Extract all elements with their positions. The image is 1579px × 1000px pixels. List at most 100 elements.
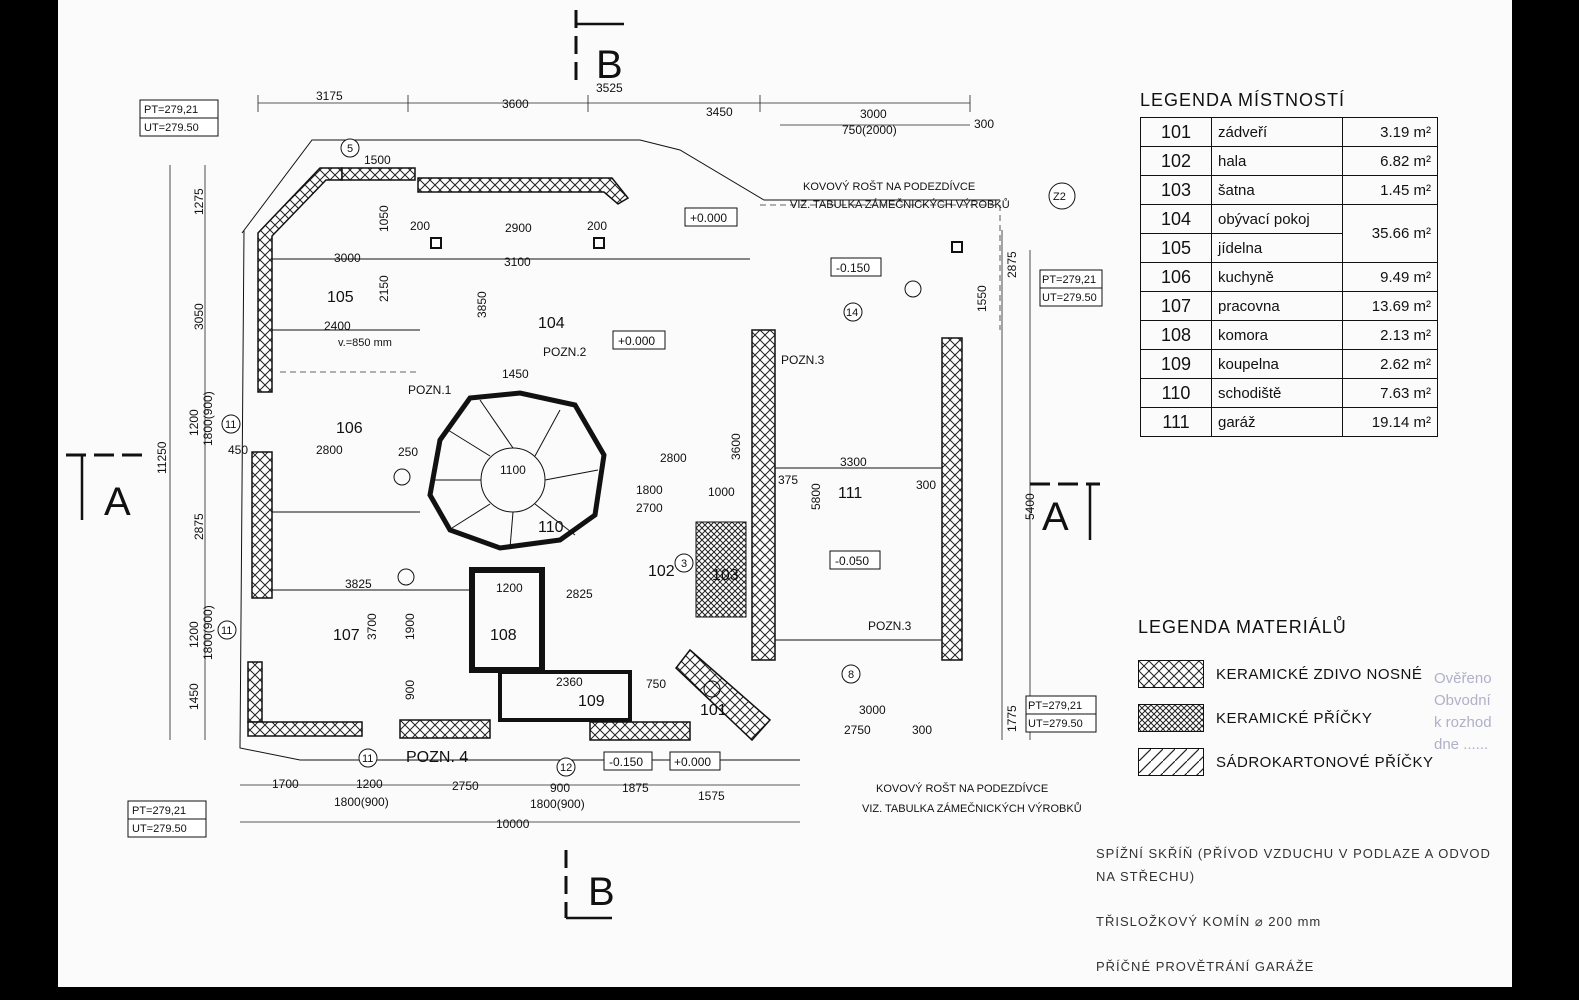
dim-label: 11250: [155, 441, 169, 474]
dim-label: 1050: [377, 205, 391, 232]
dim-label: 3000: [859, 703, 886, 717]
dim-label: 1450: [502, 367, 529, 381]
grate-note: VIZ. TABULKA ZÁMEČNICKÝCH VÝROBKŮ: [790, 198, 1010, 211]
dim-label: 250: [398, 445, 418, 459]
dim-label: 3525: [596, 81, 623, 95]
room-name: zádveří: [1211, 117, 1343, 147]
room-area: 9.49 m²: [1342, 262, 1438, 292]
outline: [239, 139, 1001, 761]
stamp-line: Ověřeno: [1434, 670, 1492, 687]
dim-label: 2750: [844, 723, 871, 737]
ut-label: UT=279.50: [1028, 718, 1083, 730]
hatch-dense-swatch: [1138, 704, 1204, 732]
room-name: obývací pokoj: [1211, 204, 1343, 234]
section-markers: B B A A: [66, 10, 1100, 920]
dim-label: 1800(900): [334, 795, 389, 809]
section-a-left: A: [104, 480, 131, 524]
room-num: 109: [1140, 349, 1212, 379]
room-num: 102: [1140, 146, 1212, 176]
section-a-right: A: [1042, 495, 1069, 539]
material-item: SÁDROKARTONOVÉ PŘÍČKY: [1138, 740, 1512, 784]
dim-label: 750: [646, 677, 666, 691]
dim-label: 1550: [975, 285, 989, 312]
dim-label: 300: [916, 478, 936, 492]
dim-label: 3600: [502, 97, 529, 111]
room-num: 110: [1140, 378, 1212, 408]
dim-label: 1100: [500, 463, 526, 477]
room-area: 35.66 m²: [1342, 204, 1438, 263]
dim-label: 1275: [192, 188, 206, 215]
level-box: +0.000: [618, 334, 655, 348]
ut-label: UT=279.50: [1042, 292, 1097, 304]
dim-label: 3000: [860, 107, 887, 121]
dim-label: 2825: [566, 587, 593, 601]
dim-label: 1875: [622, 781, 649, 795]
level-box: +0.000: [690, 211, 727, 225]
room-108: 108: [490, 627, 517, 644]
dim-label: 10000: [496, 817, 530, 831]
room-num: 103: [1140, 175, 1212, 205]
stamp-line: dne ......: [1434, 736, 1489, 753]
axis-tag: 11: [362, 753, 373, 765]
level-box: -0.050: [835, 554, 869, 568]
dimension-lines: [169, 95, 1031, 823]
dim-label: 2360: [556, 675, 583, 689]
room-name: šatna: [1211, 175, 1343, 205]
dim-label: 3450: [706, 105, 733, 119]
room-110: 110: [538, 519, 564, 536]
section-b-top: B: [596, 43, 623, 87]
material-legend-title: LEGENDA MATERIÁLŮ: [1138, 617, 1347, 637]
dim-label: 1775: [1005, 705, 1019, 732]
pt-label: PT=279,21: [1028, 700, 1082, 712]
dim-label: 3050: [192, 303, 206, 330]
dim-label: 200: [587, 219, 607, 233]
note-garage-vent: PŘÍČNÉ PROVĚTRÁNÍ GARÁŽE: [1096, 959, 1315, 974]
stamp-line: k rozhod: [1434, 714, 1492, 731]
pt-label: PT=279,21: [1042, 274, 1096, 286]
room-num: 106: [1140, 262, 1212, 292]
dim-label: 2875: [1005, 251, 1019, 278]
partition-walls: [469, 521, 747, 722]
axis-tag: Z2: [1053, 191, 1066, 203]
room-area: 13.69 m²: [1342, 291, 1438, 321]
room-num: 101: [1140, 117, 1212, 147]
dim-label: 1575: [698, 789, 725, 803]
room-111: 111: [838, 485, 862, 502]
axis-tag: 11: [225, 419, 236, 431]
left-dimensions: 1275 3050 1200 1800(900) 2875 1200 1800(…: [155, 188, 215, 710]
dim-label: 2800: [316, 443, 343, 457]
pozn-2: POZN.2: [543, 345, 587, 359]
dim-label: 300: [912, 723, 932, 737]
staircase: [427, 390, 607, 551]
axis-tag: 3: [681, 558, 687, 570]
hatch-diag-swatch: [1138, 748, 1204, 776]
material-item: KERAMICKÉ PŘÍČKY: [1138, 696, 1512, 740]
dim-label: 1800(900): [530, 797, 585, 811]
axis-tag: 8: [848, 669, 854, 681]
room-109: 109: [578, 693, 605, 710]
dim-label: 3825: [345, 577, 372, 591]
room-area: 7.63 m²: [1342, 378, 1438, 408]
bottom-dimensions: 1700 1200 1800(900) 2750 900 1800(900) 1…: [272, 777, 725, 831]
room-name: jídelna: [1211, 233, 1343, 263]
dim-label: 3100: [504, 255, 531, 269]
level-box: -0.150: [609, 755, 643, 769]
dim-label: 1800(900): [201, 391, 215, 446]
pt-label: PT=279,21: [132, 805, 186, 817]
room-area: 19.14 m²: [1342, 407, 1438, 437]
room-name: schodiště: [1211, 378, 1343, 408]
dim-label: 1800(900): [201, 605, 215, 660]
dim-label: 2700: [636, 501, 663, 515]
dim-label: 450: [228, 443, 248, 457]
pozn-3: POZN.3: [868, 619, 912, 633]
material-label: KERAMICKÉ ZDIVO NOSNÉ: [1216, 665, 1423, 683]
room-num: 107: [1140, 291, 1212, 321]
material-item: KERAMICKÉ ZDIVO NOSNÉ: [1138, 652, 1512, 696]
room-107: 107: [333, 627, 360, 644]
level-box: +0.000: [674, 755, 711, 769]
